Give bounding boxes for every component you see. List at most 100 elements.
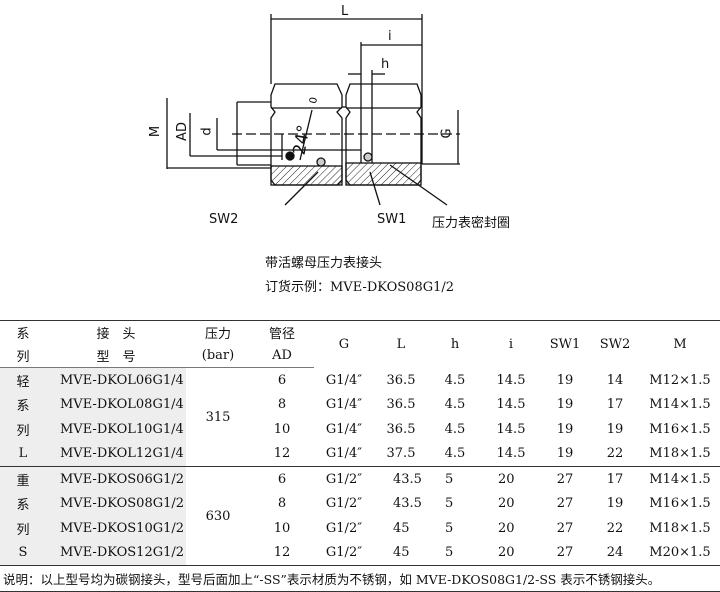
hdr-ad-2: AD: [250, 344, 314, 368]
sw2-cell: 17: [606, 397, 624, 413]
hdr-model: 接 头: [96, 327, 136, 342]
dim-G: G: [439, 128, 455, 139]
h-cell: 4.5: [444, 397, 466, 413]
g-cell: G1/4″: [314, 441, 374, 467]
sw2-cell: 17: [606, 471, 624, 487]
sw2-cell: 14: [606, 372, 624, 388]
model-cell: MVE-DKOL12G1/4: [46, 441, 186, 467]
sw1-cell: 19: [556, 397, 574, 413]
model-cell: MVE-DKOL08G1/4: [46, 392, 186, 417]
order-example: 订货示例：MVE-DKOS08G1/2: [265, 280, 455, 295]
sw2-cell: 19: [606, 421, 624, 437]
series-cell: 重: [0, 466, 46, 492]
l-cell: 36.5: [386, 397, 416, 413]
ad-cell: 12: [250, 441, 314, 467]
dim-i: i: [388, 29, 392, 44]
series-cell: L: [0, 441, 46, 467]
m-cell: M20×1.5: [649, 545, 711, 561]
h-cell: 5: [445, 520, 454, 536]
m-cell: M12×1.5: [649, 372, 711, 388]
series-cell: 列: [0, 417, 46, 442]
i-cell: 14.5: [496, 372, 526, 388]
m-cell: M16×1.5: [649, 496, 711, 512]
fitting-drawing: 0: [166, 14, 460, 206]
i-cell: 14.5: [496, 397, 526, 413]
l-cell: 36.5: [386, 421, 416, 437]
sw1-cell: 27: [556, 520, 574, 536]
m-cell: M18×1.5: [649, 520, 711, 536]
m-cell: M16×1.5: [649, 421, 711, 437]
dim-h: h: [381, 57, 390, 72]
hdr-pressure-2: (bar): [186, 344, 250, 368]
dim-M: M: [148, 125, 164, 138]
hdr-h: h: [450, 336, 460, 352]
series-cell: 系: [0, 491, 46, 516]
g-cell: G1/2″: [325, 520, 363, 536]
sw1-cell: 19: [556, 421, 574, 437]
table-note: 说明：以上型号均为碳钢接头，型号后面加上“-SS”表示材质为不锈钢，如 MVE-…: [0, 565, 720, 591]
model-cell: MVE-DKOL10G1/4: [46, 417, 186, 442]
l-cell: 45: [393, 545, 410, 561]
i-cell: 20: [498, 545, 515, 561]
sw2-cell: 24: [606, 545, 624, 561]
g-cell: G1/2″: [325, 545, 363, 561]
hdr-ad: 管径: [268, 327, 295, 342]
h-cell: 5: [445, 496, 454, 512]
ad-cell: 10: [273, 520, 291, 536]
sw1-cell: 27: [556, 496, 574, 512]
dim-AD: AD: [174, 122, 190, 141]
ad-cell: 6: [277, 372, 287, 388]
g-cell: G1/4″: [325, 421, 363, 437]
m-cell: M14×1.5: [649, 471, 711, 487]
i-cell: 14.5: [482, 441, 540, 467]
series-cell: 系: [0, 392, 46, 417]
series-cell: 轻: [0, 367, 46, 393]
sw1-cell: 19: [556, 372, 574, 388]
series-cell: S: [0, 540, 46, 566]
l-cell: 37.5: [374, 441, 428, 467]
callout-sw2: SW2: [209, 212, 239, 227]
i-cell: 20: [498, 471, 515, 487]
h-cell: 4.5: [428, 441, 482, 467]
hdr-m: M: [673, 336, 687, 352]
l-cell: 43.5: [393, 496, 422, 512]
hdr-i: i: [508, 336, 514, 352]
hdr-sw1: SW1: [549, 336, 581, 352]
svg-text:0: 0: [308, 96, 320, 104]
ad-cell: 8: [277, 397, 287, 413]
sw1-cell: 27: [556, 545, 574, 561]
ad-cell: 6: [277, 471, 287, 487]
hdr-pressure: 压力: [204, 327, 231, 342]
sw2-cell: 22: [606, 520, 624, 536]
ad-cell: 8: [277, 496, 287, 512]
caption-title: 带活螺母压力表接头: [265, 256, 383, 271]
h-cell: 4.5: [444, 372, 466, 388]
pressure-cell: 315: [186, 367, 250, 467]
m-cell: M14×1.5: [649, 397, 711, 413]
l-cell: 43.5: [393, 471, 422, 487]
m-cell: M18×1.5: [640, 441, 720, 467]
hdr-series: 系: [16, 327, 30, 342]
i-cell: 14.5: [496, 421, 526, 437]
hdr-l: L: [396, 336, 406, 352]
hdr-g: G: [338, 336, 350, 352]
callout-sw1: SW1: [377, 212, 407, 227]
g-cell: G1/2″: [325, 471, 363, 487]
model-cell: MVE-DKOS08G1/2: [46, 491, 186, 516]
model-cell: MVE-DKOS10G1/2: [46, 516, 186, 541]
l-cell: 45: [393, 520, 410, 536]
g-cell: G1/4″: [325, 397, 363, 413]
l-cell: 36.5: [386, 372, 416, 388]
hdr-sw2: SW2: [599, 336, 631, 352]
model-cell: MVE-DKOS06G1/2: [46, 466, 186, 492]
hdr-series-2: 列: [0, 344, 46, 368]
model-cell: MVE-DKOL06G1/4: [46, 367, 186, 393]
sw2-cell: 22: [590, 441, 640, 467]
